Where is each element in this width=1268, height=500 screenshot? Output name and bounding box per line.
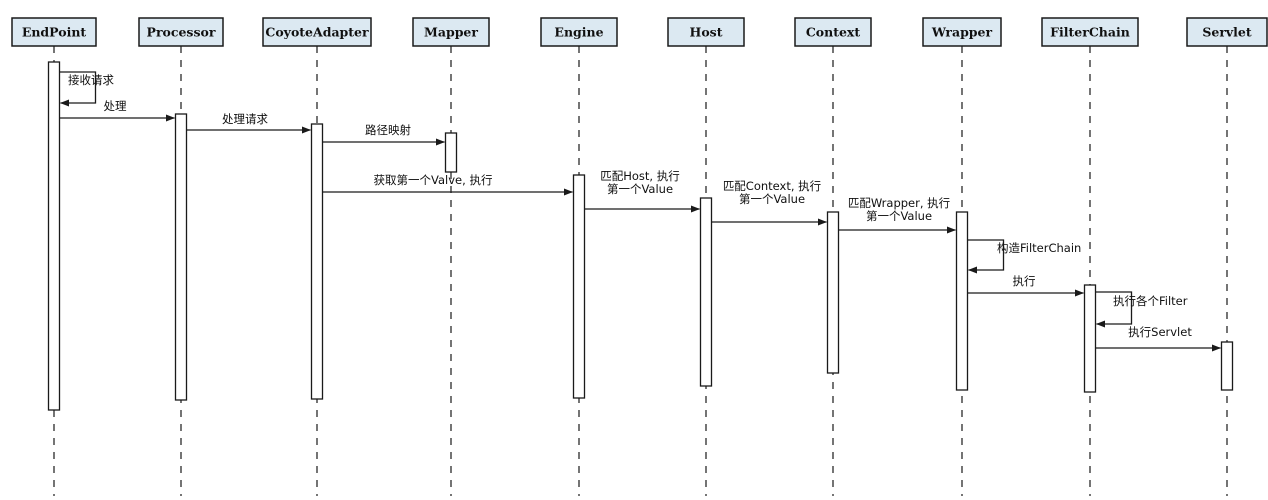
messages-layer: 接收请求处理处理请求路径映射获取第一个Valve, 执行匹配Host, 执行第一… (59, 71, 1221, 352)
participant-box-wrapper (922, 17, 1002, 47)
message-m9[interactable]: 构造FilterChain (967, 239, 1082, 274)
activation-bar-coyoteadapter (310, 123, 324, 400)
participant-box-engine (540, 17, 618, 47)
activation-bar-endpoint (47, 61, 61, 411)
message-label-m10: 执行 (1013, 274, 1036, 288)
participant-box-host (667, 17, 745, 47)
participant-box-mapper (412, 17, 490, 47)
activation-bar-mapper (444, 132, 458, 173)
participant-box-processor (138, 17, 224, 47)
activation-bar-filterchain (1083, 284, 1097, 393)
participant-box-context (794, 17, 872, 47)
message-label-m11: 执行各个Filter (1113, 294, 1188, 308)
participant-label-context: Context (806, 25, 861, 40)
message-label-m2: 处理 (104, 99, 127, 113)
participant-label-servlet: Servlet (1202, 25, 1252, 40)
activation-bar-engine (572, 174, 586, 399)
message-m4[interactable]: 路径映射 (322, 123, 445, 146)
message-label-m7: 匹配Context, 执行 (723, 179, 821, 193)
message-label-m5: 获取第一个Valve, 执行 (374, 173, 493, 187)
message-label-m8: 匹配Wrapper, 执行 (848, 196, 950, 210)
message-label-m9: 构造FilterChain (997, 241, 1081, 255)
message-label-m4: 路径映射 (365, 123, 411, 137)
message-label-m1: 接收请求 (68, 73, 114, 87)
message-label-m3: 处理请求 (222, 112, 268, 126)
activation-bar-servlet (1220, 341, 1234, 391)
activation-bar-host (699, 197, 713, 387)
participant-box-filterchain (1041, 17, 1139, 47)
participant-box-coyoteadapter (262, 17, 372, 47)
participant-label-coyoteadapter: CoyoteAdapter (265, 25, 369, 40)
message-m12[interactable]: 执行Servlet (1095, 325, 1221, 352)
participant-filterchain[interactable]: FilterChain (1041, 17, 1139, 47)
participant-context[interactable]: Context (794, 17, 872, 47)
participant-label-mapper: Mapper (424, 25, 478, 40)
message-m5[interactable]: 获取第一个Valve, 执行 (322, 173, 573, 196)
participant-engine[interactable]: Engine (540, 17, 618, 47)
participant-endpoint[interactable]: EndPoint (11, 17, 97, 47)
activation-bar-wrapper (955, 211, 969, 391)
participant-box-endpoint (11, 17, 97, 47)
participant-label-engine: Engine (554, 25, 603, 40)
message-label2-m8: 第一个Value (866, 209, 932, 223)
participant-servlet[interactable]: Servlet (1186, 17, 1268, 47)
message-arrow-m11 (1095, 291, 1133, 328)
participant-box-servlet (1186, 17, 1268, 47)
participant-label-wrapper: Wrapper (931, 25, 993, 40)
participant-mapper[interactable]: Mapper (412, 17, 490, 47)
message-label-m12: 执行Servlet (1128, 325, 1192, 339)
activations-layer (47, 61, 1234, 411)
participant-label-processor: Processor (147, 25, 216, 40)
message-label-m6: 匹配Host, 执行 (600, 169, 680, 183)
message-m10[interactable]: 执行 (967, 274, 1084, 297)
participants-layer: EndPoint Processor CoyoteAdapter Mapper Engi… (11, 17, 1268, 47)
message-m2[interactable]: 处理 (59, 99, 175, 122)
participant-label-host: Host (690, 25, 723, 40)
message-arrow-m9 (967, 239, 1005, 274)
participant-processor[interactable]: Processor (138, 17, 224, 47)
message-m3[interactable]: 处理请求 (186, 112, 311, 134)
activation-bar-context (826, 211, 840, 374)
message-label2-m6: 第一个Value (607, 182, 673, 196)
message-arrow-m1 (59, 71, 97, 107)
participant-coyoteadapter[interactable]: CoyoteAdapter (262, 17, 372, 47)
message-m11[interactable]: 执行各个Filter (1095, 291, 1188, 328)
activation-bar-processor (174, 113, 188, 401)
message-label2-m7: 第一个Value (739, 192, 805, 206)
message-m1[interactable]: 接收请求 (59, 71, 115, 107)
participant-label-endpoint: EndPoint (22, 25, 87, 40)
participant-host[interactable]: Host (667, 17, 745, 47)
participant-label-filterchain: FilterChain (1050, 25, 1130, 40)
participant-wrapper[interactable]: Wrapper (922, 17, 1002, 47)
